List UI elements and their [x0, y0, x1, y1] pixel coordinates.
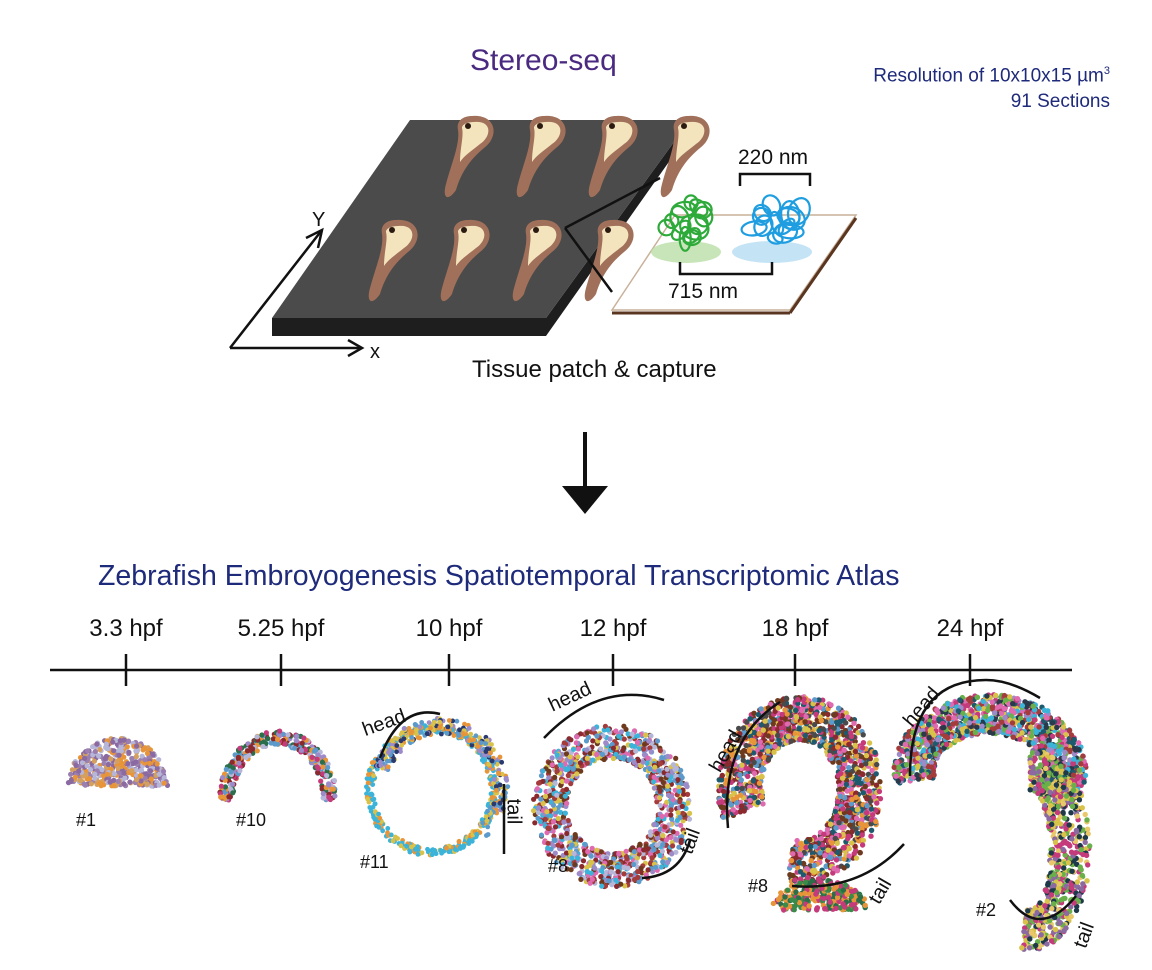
axis-x-label: x: [370, 341, 380, 363]
axis-y-label: Y: [312, 209, 325, 231]
section-label: #1: [76, 810, 97, 830]
head-arc-10hpf: [378, 711, 441, 759]
timepoint-label: 24 hpf: [936, 615, 1004, 642]
section-label: #8: [748, 876, 769, 896]
orientation-label-tail: tail: [502, 798, 525, 825]
embryo-section: [444, 115, 494, 198]
embryo-3-3-hpf: [65, 735, 171, 789]
capture-spot-shadow-green: [651, 241, 721, 263]
embryo-section: [440, 219, 490, 302]
spot-spacing-label: 715 nm: [668, 280, 738, 303]
capture-caption: Tissue patch & capture: [472, 356, 717, 383]
embryo-18-hpf-tail: [770, 877, 868, 913]
atlas-title: Zebrafish Embroyogenesis Spatiotemporal …: [98, 560, 900, 592]
head-arc-12hpf: [543, 693, 665, 739]
stereo-seq-chip-diagram: Y x 220 nm 715 nm: [229, 115, 858, 363]
tail-arc-24hpf: [1009, 895, 1077, 921]
embryo-sections: [368, 115, 710, 302]
timepoint-label: 3.3 hpf: [89, 615, 163, 642]
orientation-arcs: [378, 678, 1077, 921]
atlas-embryos: [65, 692, 1093, 952]
spot-size-label: 220 nm: [738, 146, 808, 169]
embryo-section: [516, 115, 566, 198]
embryo-24-hpf-tail: [1019, 748, 1093, 952]
spot-spacing-bracket: [678, 262, 774, 276]
xy-axes: [229, 227, 365, 358]
resolution-note: Resolution of 10x10x15 µm3 91 Sections: [873, 58, 1110, 115]
embryo-section: [512, 219, 562, 302]
timepoint-label: 12 hpf: [579, 615, 647, 642]
embryo-10-hpf-dorsal: [373, 715, 511, 838]
capture-spot-shadow-blue: [732, 241, 812, 263]
atlas-timeline: [50, 654, 1093, 952]
spot-size-bracket: [738, 172, 812, 186]
embryo-5-25-hpf: [217, 728, 338, 803]
timepoint-label: 5.25 hpf: [237, 615, 325, 642]
embryo-section: [368, 219, 418, 302]
resolution-text: Resolution of 10x10x15 µm: [873, 65, 1104, 87]
tail-arc-18hpf: [791, 843, 905, 888]
capture-spot-blue: [740, 194, 811, 245]
head-arc-24hpf: [908, 678, 1041, 777]
section-label: #10: [236, 810, 267, 830]
embryo-section: [588, 115, 638, 198]
embryo-12-hpf: [530, 723, 693, 890]
dna-nanoballs: [657, 194, 811, 252]
embryo-section: [660, 115, 710, 198]
flow-arrow: [562, 432, 608, 514]
timepoint-label: 18 hpf: [761, 615, 829, 642]
tail-arc-12hpf: [641, 839, 692, 880]
head-arc-18hpf: [725, 700, 781, 829]
timepoint-label: 10 hpf: [415, 615, 483, 642]
capture-substrate-edge-right: [788, 217, 858, 314]
embryo-18-hpf: [716, 694, 884, 887]
capture-spot-green: [657, 194, 714, 252]
section-label: #11: [360, 852, 389, 872]
zoom-lines: [563, 176, 661, 293]
figure-title: Stereo-seq: [470, 44, 617, 77]
sections-count: 91 Sections: [1010, 91, 1110, 113]
embryo-section: [584, 219, 634, 302]
section-label: #2: [976, 900, 997, 920]
section-label: #8: [548, 856, 569, 876]
resolution-superscript: 3: [1103, 65, 1110, 77]
